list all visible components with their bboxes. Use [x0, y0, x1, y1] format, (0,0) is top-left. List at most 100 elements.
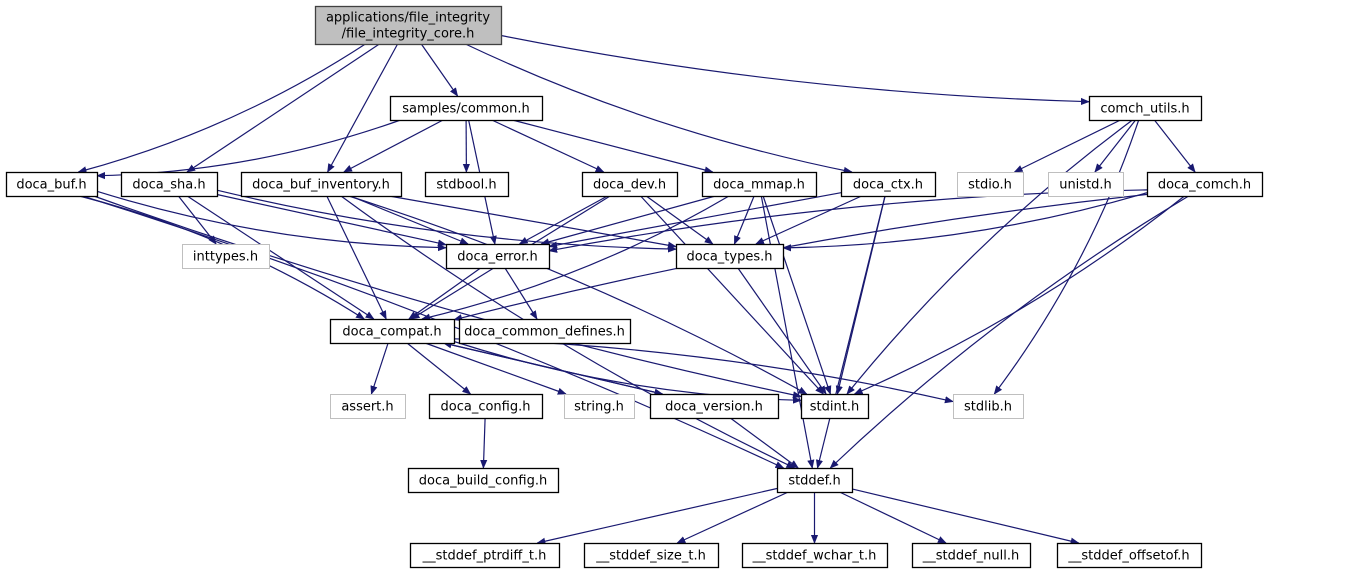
node-null[interactable]: __stddef_null.h: [911, 542, 1032, 569]
node-size-t[interactable]: __stddef_size_t.h: [583, 542, 720, 569]
node-label: __stddef_null.h: [922, 549, 1020, 564]
node-doca-version[interactable]: doca_version.h: [649, 393, 780, 420]
node-label: doca_config.h: [441, 400, 531, 415]
node-label: doca_common_defines.h: [464, 325, 625, 340]
edges-layer: [77, 34, 1196, 545]
node-doca-comch[interactable]: doca_comch.h: [1146, 171, 1264, 198]
node-doca-buf-inventory[interactable]: doca_buf_inventory.h: [240, 171, 403, 198]
node-box: [120, 171, 219, 198]
node-doca-dev[interactable]: doca_dev.h: [581, 171, 679, 198]
node-doca-buf[interactable]: doca_buf.h: [5, 171, 99, 198]
node-label: doca_dev.h: [593, 178, 666, 193]
edge-doca_mmap-to-doca_compat: [421, 195, 730, 321]
node-doca-config[interactable]: doca_config.h: [428, 393, 544, 420]
node-stdbool[interactable]: stdbool.h: [424, 171, 510, 198]
node-ptrdiff[interactable]: __stddef_ptrdiff_t.h: [409, 542, 561, 569]
node-label: __stddef_wchar_t.h: [752, 549, 877, 564]
edge-doca_error-to-doca_compat: [408, 267, 481, 320]
edge-stddef-to-offsetof: [851, 488, 1080, 545]
node-comch-utils[interactable]: comch_utils.h: [1088, 95, 1203, 122]
node-root[interactable]: applications/file_integrity/file_integri…: [314, 5, 503, 46]
edge-stddef-to-size_t: [676, 491, 789, 544]
node-doca-common-defines[interactable]: doca_common_defines.h: [458, 318, 632, 345]
edge-doca_dev-to-stdint: [640, 195, 825, 395]
node-doca-ctx[interactable]: doca_ctx.h: [840, 171, 937, 198]
node-label: doca_error.h: [457, 250, 537, 265]
node-box: [407, 467, 560, 494]
node-doca-compat[interactable]: doca_compat.h: [329, 318, 456, 345]
node-label: inttypes.h: [193, 250, 258, 265]
edge-doca_comch-to-stdint: [853, 195, 1185, 395]
edge-doca_sha-to-doca_compat: [186, 195, 375, 320]
edge-doca_version-to-doca_compat: [442, 341, 663, 395]
edge-comch_utils-to-stdint: [846, 119, 1133, 395]
edge-doca_compat-to-doca_config: [406, 342, 472, 395]
node-box: [581, 171, 679, 198]
node-box: [1056, 542, 1203, 569]
node-string: string.h: [564, 394, 635, 419]
node-box: [424, 171, 510, 198]
edge-doca_compat-to-string: [424, 342, 567, 395]
node-box: [445, 243, 551, 270]
node-label: doca_buf.h: [16, 178, 86, 193]
node-label: doca_compat.h: [342, 325, 441, 340]
edge-doca_compat-to-stdlib: [453, 338, 954, 404]
edge-doca_buf_inventory-to-doca_compat: [326, 195, 387, 320]
edge-root-to-doca_sha: [186, 43, 380, 173]
node-label: doca_buf_inventory.h: [252, 178, 390, 193]
node-box: [957, 172, 1024, 197]
node-box: [182, 244, 270, 269]
node-box: [776, 467, 854, 494]
edge-comch_utils-to-doca_comch: [1153, 119, 1196, 173]
node-doca-build-config[interactable]: doca_build_config.h: [407, 467, 560, 494]
node-box: [911, 542, 1032, 569]
edge-doca_comch-to-doca_error: [548, 189, 1148, 253]
edge-common-to-doca_buf: [96, 119, 401, 180]
node-doca-sha[interactable]: doca_sha.h: [120, 171, 219, 198]
node-box: [953, 394, 1024, 419]
node-wchar-t[interactable]: __stddef_wchar_t.h: [741, 542, 889, 569]
node-box: [649, 393, 780, 420]
node-box: [240, 171, 403, 198]
edge-doca_sha-to-doca_error: [216, 193, 447, 247]
node-box: [564, 394, 635, 419]
node-doca-types[interactable]: doca_types.h: [675, 243, 785, 270]
node-label: __stddef_offsetof.h: [1067, 549, 1189, 564]
edge-doca_sha-to-inttypes: [177, 195, 217, 245]
node-stdint[interactable]: stdint.h: [800, 393, 870, 420]
node-box: [1048, 172, 1124, 197]
node-box: [741, 542, 889, 569]
node-label: doca_mmap.h: [713, 178, 805, 193]
node-label: comch_utils.h: [1100, 102, 1189, 117]
node-unistd: unistd.h: [1048, 172, 1124, 197]
node-label: doca_ctx.h: [853, 178, 923, 193]
node-box: [458, 318, 632, 345]
node-label: unistd.h: [1059, 178, 1112, 193]
edge-doca_buf_inventory-to-stdint: [348, 195, 808, 395]
edge-doca_buf-to-doca_error: [96, 190, 447, 252]
node-stdlib: stdlib.h: [953, 394, 1024, 419]
node-label: doca_build_config.h: [419, 474, 547, 489]
node-doca-error[interactable]: doca_error.h: [445, 243, 551, 270]
nodes-layer: applications/file_integrity/file_integri…: [5, 5, 1264, 569]
node-box: [1088, 95, 1203, 122]
node-label: /file_integrity_core.h: [342, 27, 475, 42]
node-offsetof[interactable]: __stddef_offsetof.h: [1056, 542, 1203, 569]
node-label: stdio.h: [968, 178, 1012, 193]
edge-doca_buf_inventory-to-doca_types: [388, 195, 677, 249]
node-box: [314, 5, 503, 46]
edge-doca_buf-to-stdint: [93, 195, 802, 399]
edge-doca_compat-to-assert: [370, 342, 389, 395]
node-label: assert.h: [341, 400, 393, 415]
node-stddef[interactable]: stddef.h: [776, 467, 854, 494]
node-label: doca_comch.h: [1158, 178, 1251, 193]
edge-doca_sha-to-doca_types: [216, 189, 677, 253]
edge-doca_ctx-to-doca_error: [548, 192, 842, 249]
node-common[interactable]: samples/common.h: [389, 95, 544, 122]
edge-comch_utils-to-stdio: [1013, 119, 1121, 173]
node-doca-mmap[interactable]: doca_mmap.h: [701, 171, 818, 198]
edge-doca_mmap-to-stdint: [762, 195, 832, 395]
edge-doca_types-to-stdint: [737, 267, 827, 395]
node-box: [800, 393, 870, 420]
node-box: [409, 542, 561, 569]
